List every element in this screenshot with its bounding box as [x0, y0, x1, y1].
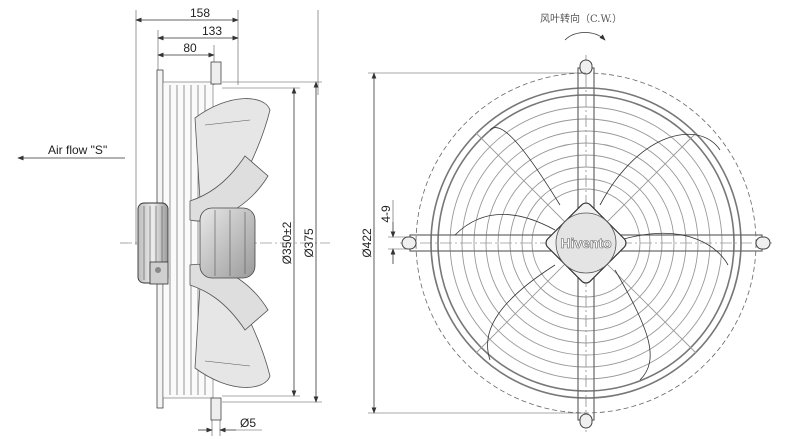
brand-logo: Hivento — [560, 235, 611, 251]
dimension-overall-depth: 158 — [135, 6, 319, 245]
dimension-blade-diameter: Ø350±2 — [222, 87, 300, 397]
dimension-label-80: 80 — [183, 41, 197, 55]
front-view: 风叶转向（C.W.） — [360, 12, 775, 432]
dimension-label-375: Ø375 — [302, 228, 316, 258]
airflow-indicator: Air flow "S" — [17, 143, 125, 161]
dimension-guard-diameter: Ø375 — [222, 81, 322, 403]
wire-guard — [430, 87, 742, 399]
blade-side-profile — [189, 98, 271, 388]
dimension-label-133: 133 — [202, 24, 222, 38]
dimension-guard-depth: 133 — [157, 10, 239, 85]
dimension-label-158: 158 — [190, 6, 210, 20]
motor-side — [137, 202, 169, 285]
motor-front — [545, 202, 627, 284]
dimension-label-5: Ø5 — [240, 416, 256, 430]
dimension-label-422: Ø422 — [360, 228, 374, 258]
dimension-hole: Ø5 — [198, 416, 262, 436]
dimension-label-4-9: 4-9 — [379, 205, 393, 223]
hub-side — [199, 207, 256, 279]
rotation-indicator: 风叶转向（C.W.） — [540, 12, 622, 41]
airflow-label: Air flow "S" — [48, 143, 107, 157]
dimension-outer-diameter: Ø422 — [360, 72, 586, 414]
dimension-slot: 4-9 — [379, 200, 410, 264]
blades-front — [454, 127, 729, 381]
dimension-motor-offset: 80 — [157, 41, 215, 85]
side-view: 158 133 80 Air flow "S" — [17, 6, 330, 436]
dimension-label-350: Ø350±2 — [280, 221, 294, 264]
rotation-label: 风叶转向（C.W.） — [540, 12, 622, 25]
